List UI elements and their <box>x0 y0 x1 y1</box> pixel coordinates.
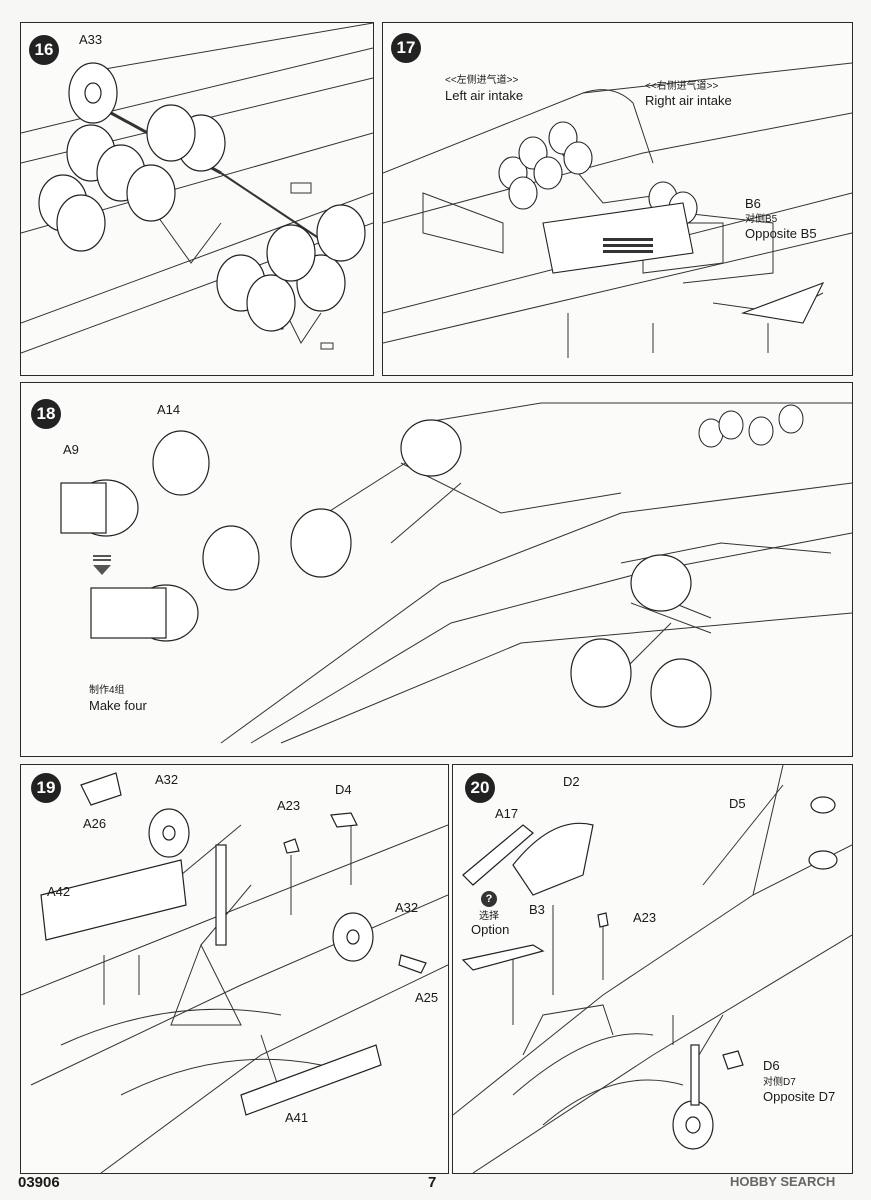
label-d2: D2 <box>563 774 580 789</box>
step-20-illustration <box>453 765 852 1173</box>
label-opposite-d7-cn: 对侧D7 <box>763 1077 796 1088</box>
step-19-panel: 19 A32 A26 A23 D4 A42 A32 A25 A41 <box>20 764 449 1174</box>
down-arrow-stripes <box>93 555 111 563</box>
label-d4: D4 <box>335 782 352 797</box>
step-18-panel: 18 A14 A9 制作4组 Make four <box>20 382 853 757</box>
step-16-illustration <box>21 23 373 354</box>
step-16-panel: 16 A33 <box>20 22 374 376</box>
label-b3: B3 <box>529 902 545 917</box>
label-opposite-b5-en: Opposite B5 <box>745 226 817 241</box>
step-18-illustration <box>60 402 852 744</box>
label-a25: A25 <box>415 990 439 1005</box>
label-a23-20: A23 <box>633 910 657 925</box>
label-a33: A33 <box>79 32 103 47</box>
label-option-en: Option <box>471 922 510 937</box>
step-18-badge: 18 <box>31 399 61 429</box>
step-17-illustration <box>383 62 852 358</box>
step-20-panel: 20 D2 A17 D5 ? 选择 Option B3 A23 D6 对侧D7 … <box>452 764 853 1174</box>
label-a32-top: A32 <box>155 772 179 787</box>
step-17-badge: 17 <box>391 33 421 63</box>
label-make-four-cn: 制作4组 <box>89 685 125 696</box>
label-right-intake-cn: <<右侧进气道>> <box>645 81 719 92</box>
watermark: HOBBY SEARCH <box>730 1174 836 1189</box>
label-opposite-b5-cn: 对侧B5 <box>745 214 778 225</box>
label-a26: A26 <box>83 816 107 831</box>
step-16-badge: 16 <box>29 35 59 65</box>
label-a32-mid: A32 <box>395 900 419 915</box>
step-19-illustration <box>21 772 448 1173</box>
label-a17: A17 <box>495 806 519 821</box>
label-b6: B6 <box>745 196 761 211</box>
step-17-panel: 17 <<左侧进气道>> Left air intake <<右侧进气道>> R… <box>382 22 853 376</box>
down-arrow-icon <box>93 565 111 575</box>
label-left-intake-en: Left air intake <box>445 88 524 103</box>
label-option-cn: 选择 <box>479 911 499 922</box>
label-d6: D6 <box>763 1058 780 1073</box>
label-make-four-en: Make four <box>89 698 147 713</box>
label-right-intake-en: Right air intake <box>645 93 732 108</box>
step-19-badge: 19 <box>31 773 61 803</box>
option-mark-icon: ? <box>481 891 497 907</box>
page-number: 7 <box>428 1174 437 1191</box>
label-a14: A14 <box>157 402 181 417</box>
step-20-badge: 20 <box>465 773 495 803</box>
label-a41: A41 <box>285 1110 309 1125</box>
label-a23: A23 <box>277 798 301 813</box>
label-a9: A9 <box>63 442 79 457</box>
label-left-intake-cn: <<左侧进气道>> <box>445 75 519 86</box>
product-code: 03906 <box>18 1174 60 1191</box>
label-opposite-d7-en: Opposite D7 <box>763 1089 836 1104</box>
label-d5: D5 <box>729 796 746 811</box>
label-a42: A42 <box>47 884 71 899</box>
